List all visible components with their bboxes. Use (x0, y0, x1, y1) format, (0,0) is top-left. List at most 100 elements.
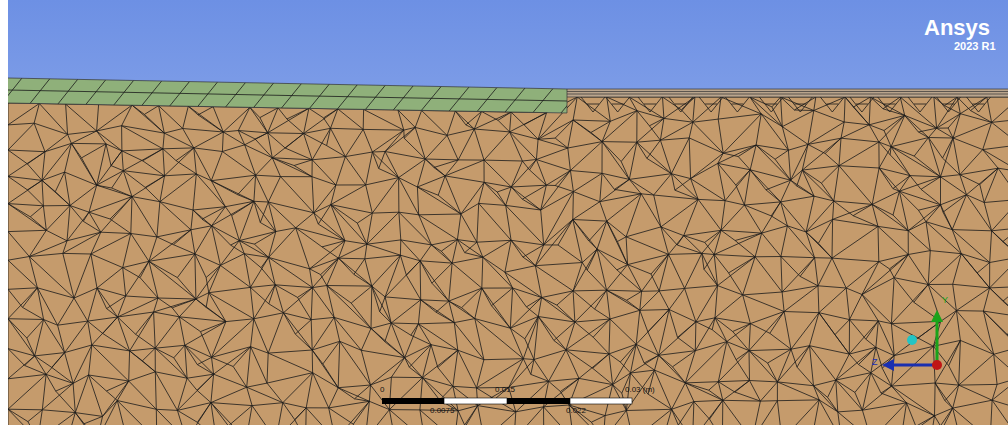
mesh-edge (434, 160, 458, 168)
mesh-edge (960, 340, 993, 354)
mesh-edge (992, 231, 1003, 242)
mesh-edge (367, 240, 401, 244)
mesh-edge (1007, 317, 1008, 336)
mesh-edge (640, 291, 659, 310)
mesh-edge (117, 381, 128, 401)
mesh-edge (677, 245, 702, 253)
mesh-edge (727, 342, 736, 360)
mesh-edge (68, 413, 76, 425)
mesh-edge (610, 319, 636, 344)
mesh-edge (894, 255, 908, 278)
mesh-edge (177, 374, 213, 410)
mesh-edge (8, 260, 9, 289)
mesh-edge (8, 319, 9, 349)
mesh-edge (8, 103, 9, 125)
mesh-edge (788, 150, 790, 180)
mesh-edge (607, 221, 618, 241)
mesh-edge (921, 177, 941, 190)
mesh-edge (573, 120, 591, 133)
mesh-edge (355, 385, 371, 399)
mesh-edge (233, 347, 250, 367)
mesh-edge (891, 278, 894, 324)
mesh-edge (465, 242, 477, 252)
mesh-edge (541, 210, 544, 245)
mesh-edge (992, 199, 1008, 230)
mesh-edge (268, 202, 314, 213)
mesh-edge (655, 355, 659, 370)
mesh-edge (983, 145, 1008, 150)
mesh-edge (118, 317, 130, 351)
mesh-edge (174, 230, 191, 245)
mesh-edge (391, 323, 411, 335)
mesh-edge (194, 132, 224, 148)
mesh-edge (285, 134, 303, 149)
mesh-edge (750, 324, 769, 334)
mesh-edge (908, 231, 909, 255)
mesh-edge (828, 380, 836, 397)
mesh-edge (723, 153, 738, 156)
mesh-edge (122, 149, 163, 151)
mesh-edge (212, 347, 251, 358)
mesh-edge (878, 321, 894, 356)
mesh-edge (212, 226, 240, 241)
mesh-edge (514, 412, 516, 425)
mesh-edge (959, 354, 994, 385)
mesh-edge (691, 163, 718, 178)
mesh-edge (998, 168, 1008, 199)
mesh-edge (750, 145, 756, 170)
mesh-edge (929, 138, 941, 177)
mesh-edge (591, 416, 605, 423)
mesh-edge (353, 424, 365, 425)
mesh-edge (862, 262, 879, 295)
mesh-edge (211, 387, 247, 402)
mesh-edge (736, 360, 749, 381)
mesh-edge (8, 289, 23, 307)
mesh-edge (111, 151, 122, 166)
mesh-edge (91, 254, 123, 268)
mesh-edge (163, 147, 194, 149)
mesh-edge (777, 382, 819, 400)
mesh-edge (149, 237, 157, 261)
mesh-edge (849, 320, 850, 355)
mesh-edge (910, 176, 941, 177)
mesh-edge (458, 350, 477, 388)
axis-label: Y (942, 296, 948, 305)
mesh-edge (929, 138, 943, 159)
mesh-edge (482, 288, 511, 328)
mesh-edge (839, 142, 879, 166)
mesh-edge (893, 189, 900, 192)
mesh-edge (484, 182, 497, 192)
mesh-edge (890, 155, 910, 176)
mesh-edge (155, 317, 179, 348)
mesh-edge (541, 171, 571, 211)
mesh-edge (542, 298, 557, 306)
mesh-edge (75, 413, 83, 424)
mesh-edge (431, 245, 452, 263)
mesh-edge (694, 400, 723, 401)
mesh-edge (641, 194, 661, 227)
mesh-edge (921, 189, 941, 205)
mesh-edge (403, 130, 404, 138)
mesh-edge (457, 240, 464, 253)
mesh-edge (908, 222, 926, 231)
mesh-edge (66, 104, 97, 131)
mesh-edge (250, 107, 268, 133)
mesh-edge (663, 97, 682, 110)
mesh-edge (587, 104, 599, 105)
mesh-edge (179, 317, 200, 332)
mesh-edge (45, 134, 68, 151)
mesh-edge (992, 400, 1008, 409)
mesh-edge (474, 129, 484, 160)
mesh-edge (432, 263, 452, 283)
mesh-edge (894, 278, 914, 303)
mesh-edge (617, 265, 628, 270)
mesh-edge (193, 174, 196, 210)
mesh-edge (132, 176, 165, 197)
mesh-edge (929, 137, 954, 139)
mesh-edge (573, 249, 597, 291)
mesh-edge (629, 142, 637, 179)
mesh-edge (660, 140, 671, 174)
mesh-edge (714, 233, 762, 254)
mesh-edge (853, 204, 872, 215)
mesh-edge (607, 290, 640, 310)
